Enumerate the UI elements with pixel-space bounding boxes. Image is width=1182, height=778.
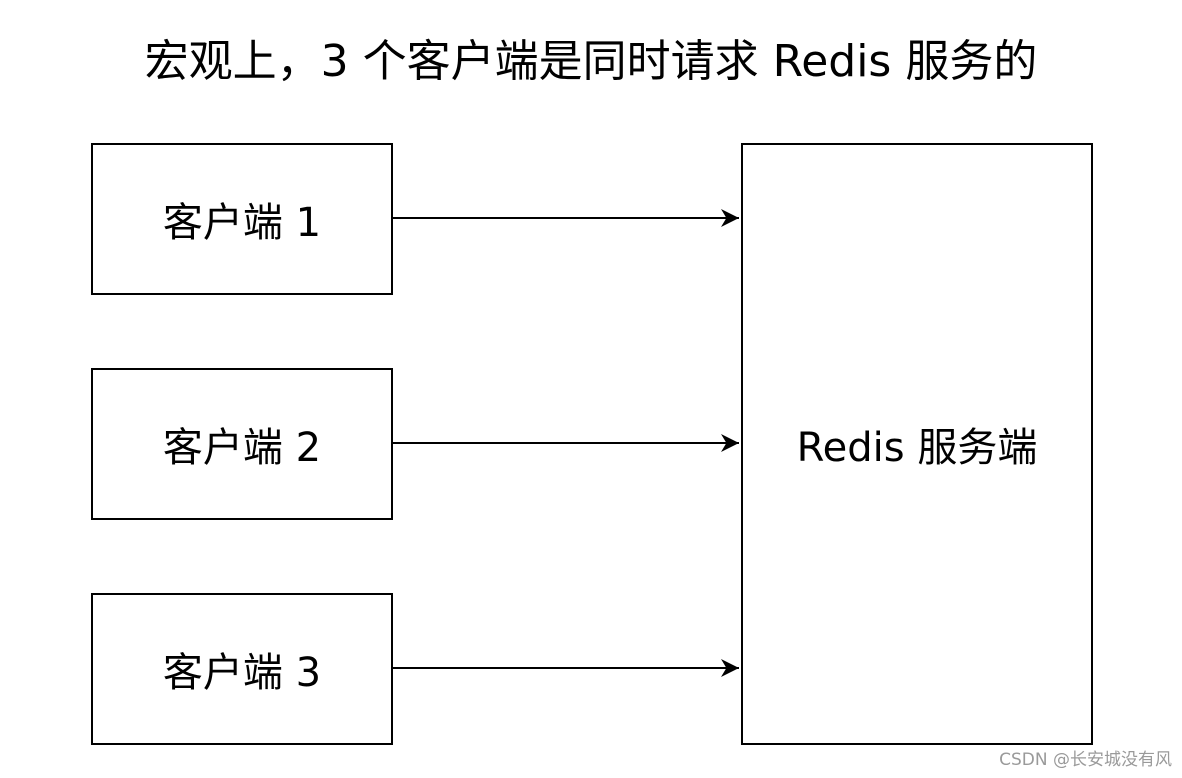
client-label-3: 客户端 3 — [162, 650, 322, 696]
watermark: CSDN @长安城没有风 — [999, 750, 1172, 770]
client-box-3: 客户端 3 — [91, 593, 393, 745]
server-label: Redis 服务端 — [796, 425, 1038, 471]
server-box: Redis 服务端 — [741, 143, 1093, 745]
client-box-1: 客户端 1 — [91, 143, 393, 295]
client-label-2: 客户端 2 — [162, 425, 322, 471]
client-label-1: 客户端 1 — [162, 200, 322, 246]
client-box-2: 客户端 2 — [91, 368, 393, 520]
diagram-title: 宏观上，3 个客户端是同时请求 Redis 服务的 — [144, 36, 1038, 87]
